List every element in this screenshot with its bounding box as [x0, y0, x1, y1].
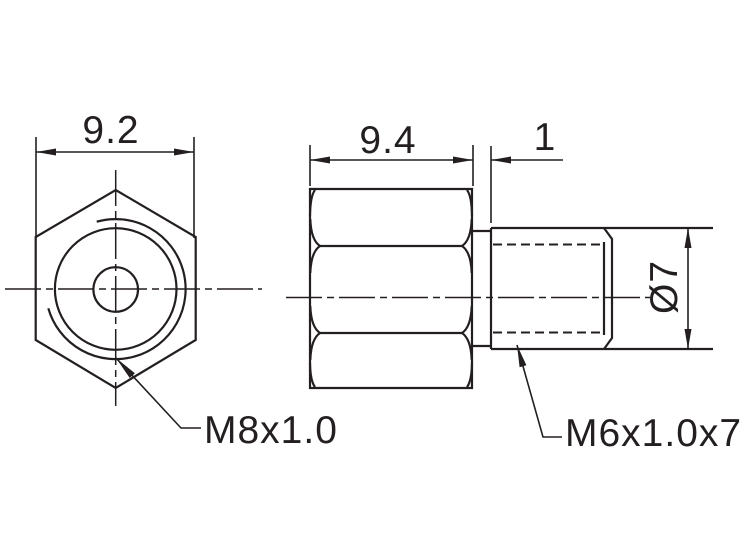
- pilot-hole-circle: [92, 266, 140, 313]
- arrowhead-down-icon: [684, 329, 692, 349]
- facet-arc: [461, 305, 473, 334]
- arrowhead-right-icon: [453, 156, 473, 164]
- stud-end-chamfer: [603, 227, 614, 350]
- facet-arc: [466, 362, 474, 388]
- arrowhead-left-icon: [310, 156, 330, 164]
- side-view: 9.4 1 Ø7 M6x1.0x7: [286, 116, 742, 455]
- arrowhead-right-icon: [174, 148, 194, 156]
- leader-arrowhead-icon: [116, 358, 135, 378]
- facet-arc: [309, 218, 321, 247]
- dim-neck-text: 1: [534, 116, 557, 159]
- dim-width-text: 9.2: [82, 109, 139, 152]
- arrowhead-icon: [491, 156, 511, 164]
- facet-arc: [461, 245, 473, 274]
- facet-arc: [461, 332, 473, 361]
- facet-arc: [309, 305, 321, 334]
- facet-arc: [308, 362, 316, 388]
- front-view: 9.2 M8x1.0: [5, 109, 338, 452]
- dim-body-length-9-4: 9.4: [309, 119, 474, 186]
- dim-neck-1: 1: [490, 116, 563, 223]
- dim-body-length-text: 9.4: [359, 119, 416, 162]
- dim-stud-diameter-o7: Ø7: [643, 228, 692, 349]
- leader-line: [115, 357, 201, 429]
- arrowhead-up-icon: [684, 228, 692, 248]
- leader-arrowhead-icon: [517, 345, 527, 368]
- thread-minor-circle: [53, 227, 178, 351]
- thread-major-arc: [47, 218, 187, 361]
- facet-arc: [308, 189, 316, 217]
- hex-body-outline: [308, 187, 474, 390]
- leader-thread-m6: M6x1.0x7: [516, 344, 742, 455]
- facet-arc: [309, 332, 321, 361]
- facet-arc: [309, 245, 321, 274]
- leader-line: [516, 344, 562, 438]
- thread-label-m8: M8x1.0: [204, 409, 338, 452]
- leader-thread-m8: M8x1.0: [115, 357, 338, 452]
- dim-stud-diameter-text: Ø7: [643, 260, 686, 314]
- arrowhead-left-icon: [36, 148, 56, 156]
- facet-arc: [466, 189, 474, 217]
- facet-arc: [461, 218, 473, 247]
- thread-label-m6: M6x1.0x7: [565, 412, 742, 455]
- dim-width-9-2: 9.2: [35, 109, 195, 238]
